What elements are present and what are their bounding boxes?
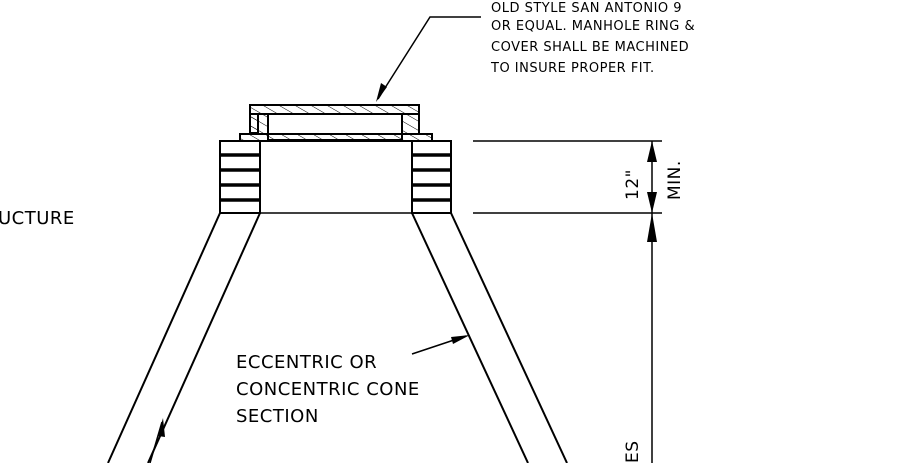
- dimension-lines: [473, 140, 662, 463]
- adjustment-ring-joints: [220, 153, 451, 202]
- dimension-right-partial: ES: [623, 440, 643, 463]
- dimension-adjust-height: 12": [623, 169, 643, 200]
- ring-base-flange: [239, 133, 433, 142]
- leader-arrowheads: [158, 83, 470, 437]
- note-ring-cover-line-4: TO INSURE PROPER FIT.: [490, 61, 655, 76]
- arrowhead-cone-section: [451, 335, 470, 344]
- cone-right-outer-wall: [450, 212, 568, 463]
- note-cone-section-line-3: SECTION: [236, 406, 319, 427]
- dimension-arrowheads: [647, 141, 657, 242]
- cone-left-inner-wall: [147, 212, 261, 463]
- cone-left-outer-wall: [107, 212, 221, 463]
- ring-left-flange: [249, 113, 269, 135]
- cone-right-inner-wall: [411, 212, 529, 463]
- cone-section-walls: [107, 212, 568, 463]
- arrowhead-ring-cover: [376, 83, 387, 102]
- arrowhead-up-mid: [647, 213, 657, 242]
- note-cone-section-line-2: CONCENTRIC CONE: [236, 379, 420, 400]
- leader-ring-cover: [377, 16, 481, 100]
- adjustment-ring-stack-right: [411, 140, 452, 214]
- manhole-ring-cover: [239, 104, 433, 142]
- note-ring-cover-line-1: OLD STYLE SAN ANTONIO 9: [491, 1, 682, 16]
- note-ring-cover-line-2: OR EQUAL. MANHOLE RING &: [491, 19, 695, 34]
- arrowhead-left-wall: [158, 418, 165, 437]
- arrowhead-down-mid: [647, 192, 657, 213]
- ring-right-section: [401, 113, 420, 135]
- note-left-partial: UCTURE: [0, 208, 75, 229]
- arrowhead-up-top: [647, 141, 657, 162]
- adjustment-ring-stack-left: [219, 140, 261, 214]
- note-ring-cover-line-3: COVER SHALL BE MACHINED: [491, 40, 689, 55]
- dimension-adjust-min: MIN.: [665, 160, 685, 200]
- note-cone-section-line-1: ECCENTRIC OR: [236, 352, 377, 373]
- adjustment-rings: [219, 140, 452, 214]
